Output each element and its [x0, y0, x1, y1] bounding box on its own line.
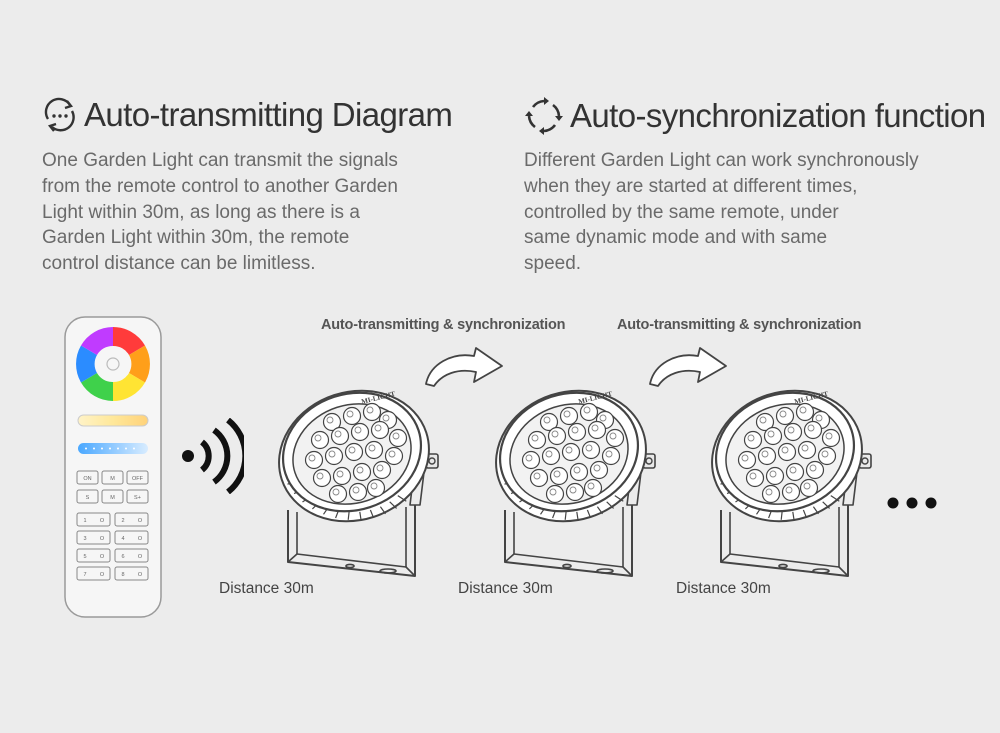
zone-7-off: O: [100, 572, 105, 578]
zone-8-off: O: [138, 572, 143, 578]
temperature-slider: [78, 443, 148, 454]
remote-control: ON M OFF S M S+ 1 O 2 O 3 O 4 O 5 O 6 O …: [64, 316, 162, 618]
garden-light-svg: MI-LIGHT: [495, 390, 656, 577]
zone-1-label: 1: [83, 518, 86, 524]
remote-btn-mode: M: [110, 476, 115, 482]
garden-light-svg: MI-LIGHT: [711, 390, 872, 577]
color-wheel: [76, 327, 150, 401]
wireless-signal-icon: [182, 418, 244, 494]
zone-3-label: 3: [83, 536, 86, 542]
left-line-4: Garden Light within 30m, the remote: [42, 227, 350, 249]
led-lens-array: [521, 402, 625, 504]
zone-6-label: 6: [121, 554, 124, 560]
garden-light-3: MI-LIGHT: [703, 380, 883, 600]
zone-4-label: 4: [121, 536, 124, 542]
distance-label-2: Distance 30m: [458, 580, 553, 597]
right-line-2: when they are started at different times…: [524, 175, 858, 197]
zone-2-off: O: [138, 518, 143, 524]
arrow-label-2: Auto-transmitting & synchronization: [617, 317, 862, 333]
remote-btn-mode-2: M: [110, 495, 115, 501]
left-line-3: Light within 30m, as long as there is a: [42, 201, 360, 223]
zone-8-label: 8: [121, 572, 124, 578]
sync-arrows-icon: [525, 97, 563, 135]
led-lens-array: [737, 402, 841, 504]
zone-3-off: O: [100, 536, 105, 542]
garden-light-2: MI-LIGHT: [487, 380, 667, 600]
zone-5-label: 5: [83, 554, 86, 560]
left-line-5: control distance can be limitless.: [42, 253, 316, 275]
curved-arrow-1: [425, 347, 503, 387]
distance-label-3: Distance 30m: [676, 580, 771, 597]
led-lens-array: [304, 402, 408, 504]
more-lights-ellipsis: [887, 497, 937, 509]
zone-5-off: O: [100, 554, 105, 560]
chat-bubble-refresh-icon: [44, 97, 75, 132]
right-section-title: Auto-synchronization function: [570, 97, 986, 134]
curved-arrow-2: [649, 347, 727, 387]
left-line-1: One Garden Light can transmit the signal…: [42, 150, 398, 171]
left-section-header: Auto-transmitting Diagram: [42, 96, 453, 134]
garden-light-1: MI-LIGHT: [270, 380, 450, 600]
right-section-header: Auto-synchronization function: [524, 96, 986, 136]
left-line-2: from the remote control to another Garde…: [42, 175, 398, 197]
remote-btn-speed-up: S+: [134, 495, 141, 501]
right-line-5: speed.: [524, 253, 582, 275]
zone-7-label: 7: [83, 572, 86, 578]
left-section-title: Auto-transmitting Diagram: [84, 96, 453, 133]
zone-2-label: 2: [121, 518, 124, 524]
zone-6-off: O: [138, 554, 143, 560]
remote-btn-speed-down: S: [86, 495, 90, 501]
right-line-4: same dynamic mode and with same: [524, 227, 828, 249]
right-section-description: Different Garden Light can work synchron…: [524, 148, 919, 277]
remote-btn-off: OFF: [132, 476, 144, 482]
right-line-1: Different Garden Light can work synchron…: [524, 150, 919, 171]
left-section-description: One Garden Light can transmit the signal…: [42, 148, 398, 277]
distance-label-1: Distance 30m: [219, 580, 314, 597]
zone-1-off: O: [100, 518, 105, 524]
zone-4-off: O: [138, 536, 143, 542]
right-line-3: controlled by the same remote, under: [524, 201, 839, 223]
arrow-label-1: Auto-transmitting & synchronization: [321, 317, 566, 333]
garden-light-svg: MI-LIGHT: [278, 390, 439, 577]
remote-btn-on: ON: [83, 476, 91, 482]
brightness-slider: [77, 414, 149, 427]
